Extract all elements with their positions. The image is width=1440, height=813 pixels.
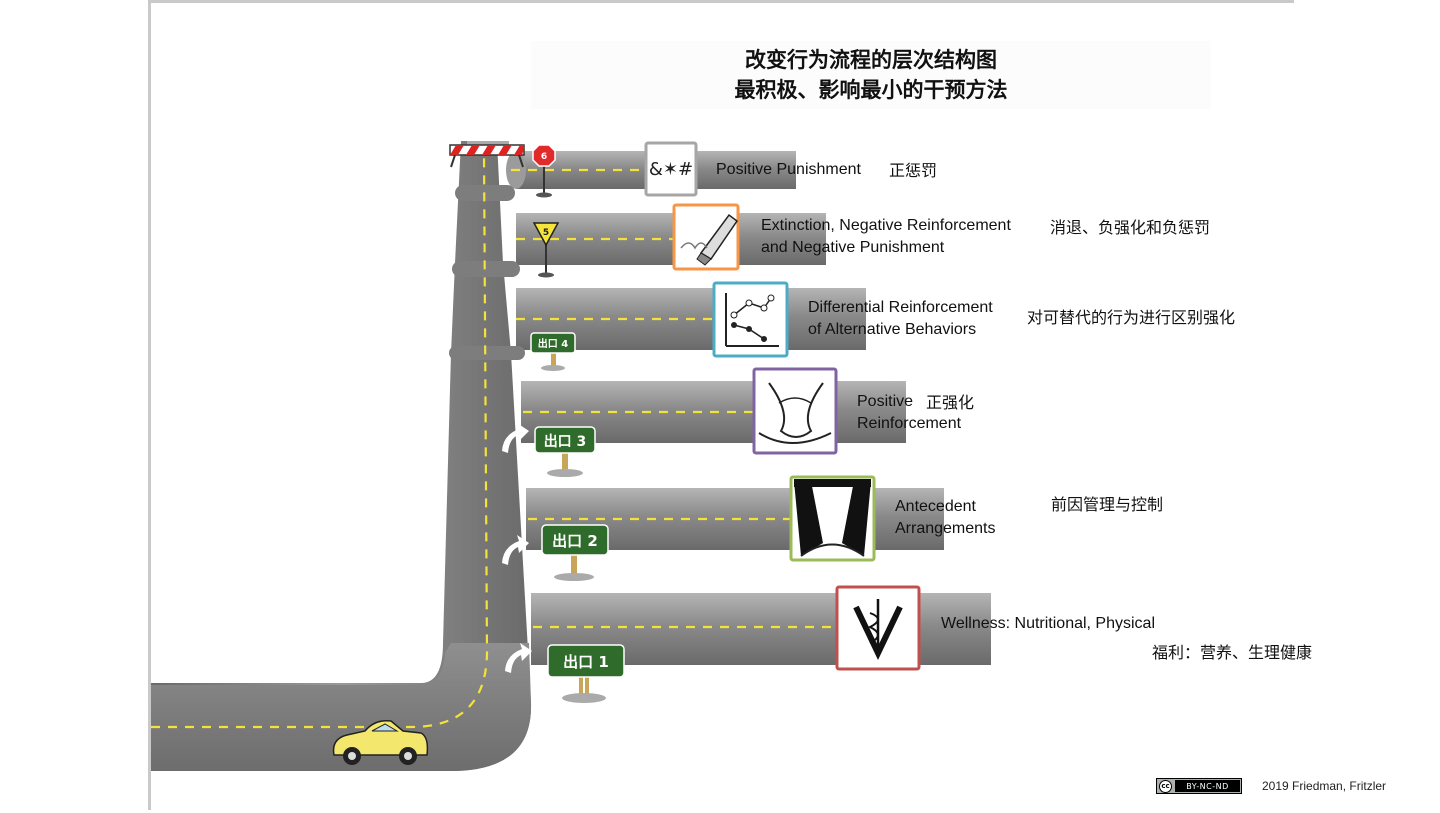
road-diagram: 出口 4 出口 3 出口 2 出口 1 6 5 &✶# [151, 141, 991, 771]
level-4-zh: 对可替代的行为进行区别强化 [1027, 308, 1236, 327]
level-3-label-line2: Reinforcement [857, 415, 962, 432]
set-the-stage-icon [789, 475, 876, 562]
license-badge: cc BY-NC-ND [1156, 778, 1242, 794]
svg-text:&✶#: &✶# [649, 159, 693, 180]
barricade-icon [449, 144, 525, 168]
icon-frames: &✶# [644, 141, 921, 671]
level-5-label-line2: and Negative Punishment [761, 239, 945, 256]
title-line-1: 改变行为流程的层次结构图 [745, 48, 997, 72]
gift-bag-icon [752, 367, 838, 455]
level-6-label: Positive Punishment [716, 161, 861, 178]
main-road [151, 643, 532, 771]
turn-arrow-icon [502, 423, 529, 453]
turn-arrows [502, 423, 532, 673]
grawlix-icon: &✶# [644, 141, 698, 197]
exit-sign-3-board [534, 426, 596, 454]
level-5-zh: 消退、负强化和负惩罚 [1050, 218, 1211, 237]
level-3-zh: 正强化 [926, 393, 975, 412]
turn-arrow-icon [505, 643, 532, 673]
turn-arrow-icon [502, 535, 529, 565]
stop-sign-label: 6 [541, 152, 547, 162]
license-text: BY-NC-ND [1175, 780, 1240, 792]
level-5-label-line1: Extinction, Negative Reinforcement [761, 217, 1011, 234]
exit-sign-1-board [547, 644, 625, 678]
caduceus-icon [835, 585, 921, 671]
level-2-label-line1: Antecedent [895, 498, 976, 515]
credit-text: 2019 Friedman, Fritzler [1262, 779, 1387, 793]
car-icon [332, 719, 429, 765]
level-4-label-line2: of Alternative Behaviors [808, 321, 977, 338]
lane-markings [151, 152, 836, 729]
diagram-title: 改变行为流程的层次结构图 最积极、影响最小的干预方法 [531, 41, 1211, 109]
exit-sign-2: 出口 2 [552, 532, 598, 550]
eraser-icon [672, 203, 740, 271]
trunk-rings [449, 185, 525, 360]
slide: 出口 4 出口 3 出口 2 出口 1 6 5 &✶# [148, 0, 1386, 810]
line-graph-icon [712, 281, 789, 358]
level-4-label-line1: Differential Reinforcement [808, 299, 993, 316]
title-line-2: 最积极、影响最小的干预方法 [734, 78, 1008, 102]
level-1-zh: 福利：营养、生理健康 [1152, 643, 1313, 662]
level-2-zh: 前因管理与控制 [1051, 495, 1164, 514]
yield-sign-label: 5 [543, 228, 549, 238]
yield-sign-5 [532, 222, 560, 278]
level-2-label-line2: Arrangements [895, 520, 996, 537]
exit-sign-4: 出口 4 [538, 337, 568, 350]
exit-sign-1: 出口 1 [563, 653, 609, 671]
exit-sign-2-board [541, 524, 609, 556]
stop-sign-6 [532, 144, 556, 198]
exit-sign-4-board [530, 332, 576, 354]
exit-sign-posts [541, 353, 606, 703]
exit-signs: 出口 4 出口 3 出口 2 出口 1 [530, 332, 625, 678]
cc-logo-icon: cc [1159, 779, 1172, 793]
level-3-label-line1: Positive [857, 393, 914, 410]
level-6-zh: 正惩罚 [889, 161, 938, 180]
exit-sign-3: 出口 3 [544, 433, 587, 450]
level-1-label: Wellness: Nutritional, Physical [941, 615, 1156, 632]
